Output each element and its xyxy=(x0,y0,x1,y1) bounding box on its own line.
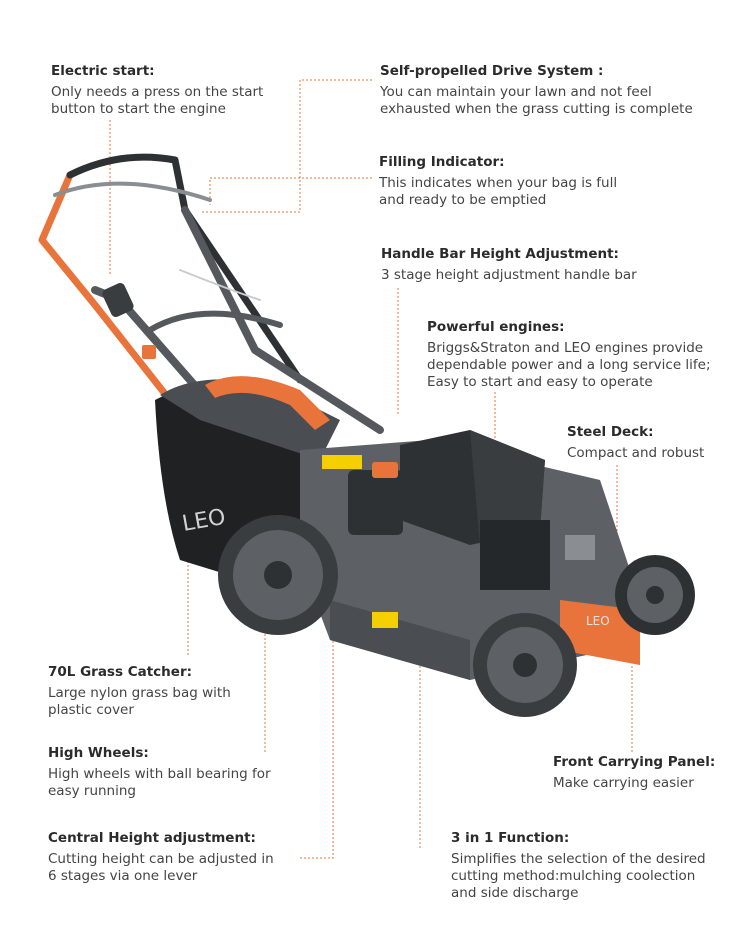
feature-desc: Only needs a press on the start xyxy=(51,84,264,100)
feature-high-wheels: High Wheels: High wheels with ball beari… xyxy=(48,744,271,800)
feature-desc: Easy to start and easy to operate xyxy=(427,374,653,390)
feature-desc: Briggs&Straton and LEO engines provide xyxy=(427,340,704,356)
feature-desc: You can maintain your lawn and not feel xyxy=(380,84,652,100)
feature-desc: High wheels with ball bearing for xyxy=(48,766,271,782)
deck-logo: LEO xyxy=(586,614,610,628)
feature-title: Self-propelled Drive System : xyxy=(380,63,604,79)
feature-title: Front Carrying Panel: xyxy=(553,754,716,770)
feature-title: Central Height adjustment: xyxy=(48,830,256,846)
feature-desc: dependable power and a long service life… xyxy=(427,357,711,373)
feature-electric-start: Electric start: Only needs a press on th… xyxy=(51,62,263,118)
feature-title: Filling Indicator: xyxy=(379,154,505,170)
feature-desc: Make carrying easier xyxy=(553,775,694,791)
feature-title: 70L Grass Catcher: xyxy=(48,664,193,680)
leader-lines xyxy=(109,79,633,859)
feature-desc: cutting method:mulching coolection xyxy=(451,868,696,884)
feature-title: High Wheels: xyxy=(48,745,149,761)
feature-title: Steel Deck: xyxy=(567,424,654,440)
feature-grass-catcher: 70L Grass Catcher: Large nylon grass bag… xyxy=(48,663,231,719)
feature-desc: Simplifies the selection of the desired xyxy=(451,851,706,867)
feature-three-in-one: 3 in 1 Function: Simplifies the selectio… xyxy=(451,829,706,902)
feature-desc: and ready to be emptied xyxy=(379,192,547,208)
feature-desc: 3 stage height adjustment handle bar xyxy=(381,267,637,283)
engine xyxy=(348,430,595,590)
feature-title: Handle Bar Height Adjustment: xyxy=(381,246,619,262)
feature-desc: This indicates when your bag is full xyxy=(379,175,618,191)
feature-desc: Large nylon grass bag with xyxy=(48,685,231,701)
feature-desc: Compact and robust xyxy=(567,445,705,461)
feature-steel-deck: Steel Deck: Compact and robust xyxy=(567,423,704,462)
feature-title: Electric start: xyxy=(51,63,155,79)
feature-filling-indicator: Filling Indicator: This indicates when y… xyxy=(379,153,617,209)
feature-desc: Cutting height can be adjusted in xyxy=(48,851,274,867)
feature-desc: plastic cover xyxy=(48,702,134,718)
feature-desc: 6 stages via one lever xyxy=(48,868,198,884)
front-wheel-right xyxy=(615,555,695,635)
feature-desc: button to start the engine xyxy=(51,101,226,117)
feature-title: Powerful engines: xyxy=(427,319,565,335)
feature-title: 3 in 1 Function: xyxy=(451,830,570,846)
feature-desc: and side discharge xyxy=(451,885,579,901)
feature-front-carrying-panel: Front Carrying Panel: Make carrying easi… xyxy=(553,753,715,792)
feature-self-propelled: Self-propelled Drive System : You can ma… xyxy=(380,62,693,118)
feature-desc: easy running xyxy=(48,783,136,799)
feature-desc: exhausted when the grass cutting is comp… xyxy=(380,101,693,117)
feature-powerful-engines: Powerful engines: Briggs&Straton and LEO… xyxy=(427,318,711,391)
front-wheel-left xyxy=(473,613,577,717)
feature-central-height: Central Height adjustment: Cutting heigh… xyxy=(48,829,274,885)
rear-wheel xyxy=(218,515,338,635)
feature-handle-bar: Handle Bar Height Adjustment: 3 stage he… xyxy=(381,245,637,284)
